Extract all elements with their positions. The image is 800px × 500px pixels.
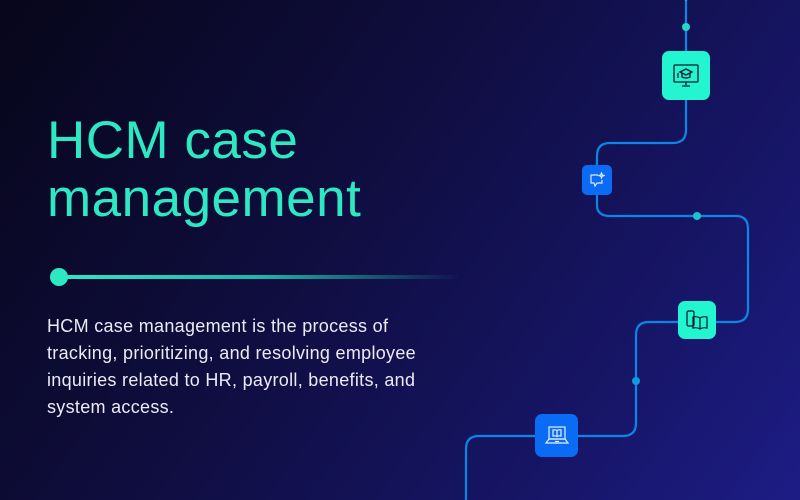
title-line-1: HCM case	[47, 111, 299, 170]
divider-bar	[62, 275, 460, 279]
graduation-monitor-icon	[673, 63, 699, 87]
divider-dot	[50, 268, 68, 286]
description: HCM case management is the process of tr…	[47, 313, 416, 421]
flow-path	[464, 0, 750, 500]
page-title: HCM case management	[47, 112, 361, 228]
description-line: HCM case management is the process of	[47, 316, 389, 336]
flow-node-training	[662, 51, 710, 100]
accent-divider	[50, 268, 460, 286]
phone-book-icon	[686, 310, 708, 330]
path-dot	[632, 377, 640, 385]
chat-sparkle-icon	[590, 172, 605, 188]
flow-node-knowledge	[678, 301, 716, 339]
laptop-book-icon	[544, 425, 569, 444]
description-line: tracking, prioritizing, and resolving em…	[47, 343, 416, 363]
description-line: system access.	[47, 397, 175, 417]
flow-node-learning	[535, 414, 578, 457]
description-line: inquiries related to HR, payroll, benefi…	[47, 370, 416, 390]
path-dot	[693, 212, 701, 220]
path-dot	[682, 23, 690, 31]
flow-node-chat	[582, 165, 612, 195]
title-line-2: management	[47, 169, 362, 228]
